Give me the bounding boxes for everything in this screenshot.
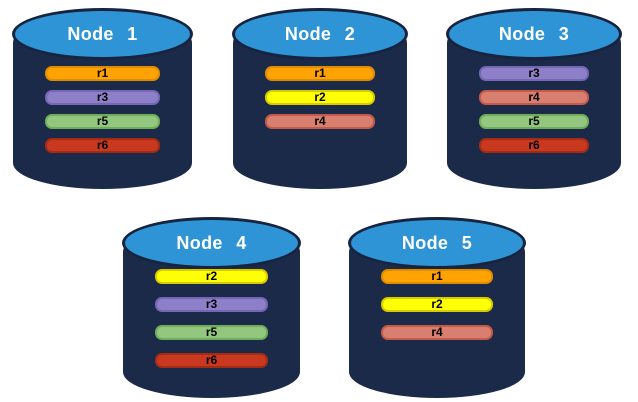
replica-bar-r4: r4 <box>478 90 590 105</box>
replica-bar-r2: r2 <box>155 269 268 284</box>
node-2-cylinder: Node 2 r1 r2 r4 <box>232 8 408 189</box>
node-title: Node 2 <box>284 24 356 44</box>
node-1-cylinder: Node 1 r1 r3 r5 r6 <box>12 8 193 189</box>
cylinder-top: Node 5 <box>348 217 526 269</box>
replica-list: r3 r4 r5 r6 <box>446 66 622 153</box>
node-title: Node 1 <box>67 24 138 44</box>
replica-bar-r1: r1 <box>264 66 376 81</box>
replica-bar-r1: r1 <box>380 269 494 284</box>
replica-bar-r4: r4 <box>264 114 376 129</box>
replica-list: r2 r3 r5 r6 <box>122 269 301 368</box>
replica-list: r1 r2 r4 <box>232 66 408 129</box>
node-title: Node 4 <box>176 233 247 253</box>
cylinder-top: Node 1 <box>12 8 193 60</box>
replica-bar-r2: r2 <box>380 297 494 312</box>
node-3-cylinder: Node 3 r3 r4 r5 r6 <box>446 8 622 189</box>
replica-bar-r5: r5 <box>155 325 268 340</box>
node-title: Node 5 <box>401 233 473 253</box>
node-4-cylinder: Node 4 r2 r3 r5 r6 <box>122 217 301 398</box>
node-title: Node 3 <box>498 24 570 44</box>
replica-bar-r5: r5 <box>478 114 590 129</box>
cylinder-top: Node 3 <box>446 8 622 60</box>
replica-bar-r6: r6 <box>155 353 268 368</box>
replica-bar-r6: r6 <box>478 138 590 153</box>
replica-bar-r4: r4 <box>380 325 494 340</box>
node-5-cylinder: Node 5 r1 r2 r4 <box>348 217 526 398</box>
replica-bar-r6: r6 <box>45 138 160 153</box>
replica-bar-r1: r1 <box>45 66 160 81</box>
replica-bar-r3: r3 <box>478 66 590 81</box>
replica-bar-r3: r3 <box>45 90 160 105</box>
replica-bar-r3: r3 <box>155 297 268 312</box>
replica-list: r1 r2 r4 <box>348 269 526 340</box>
replica-bar-r2: r2 <box>264 90 376 105</box>
cylinder-top: Node 4 <box>122 217 301 269</box>
replica-list: r1 r3 r5 r6 <box>12 66 193 153</box>
replica-bar-r5: r5 <box>45 114 160 129</box>
cylinder-top: Node 2 <box>232 8 408 60</box>
